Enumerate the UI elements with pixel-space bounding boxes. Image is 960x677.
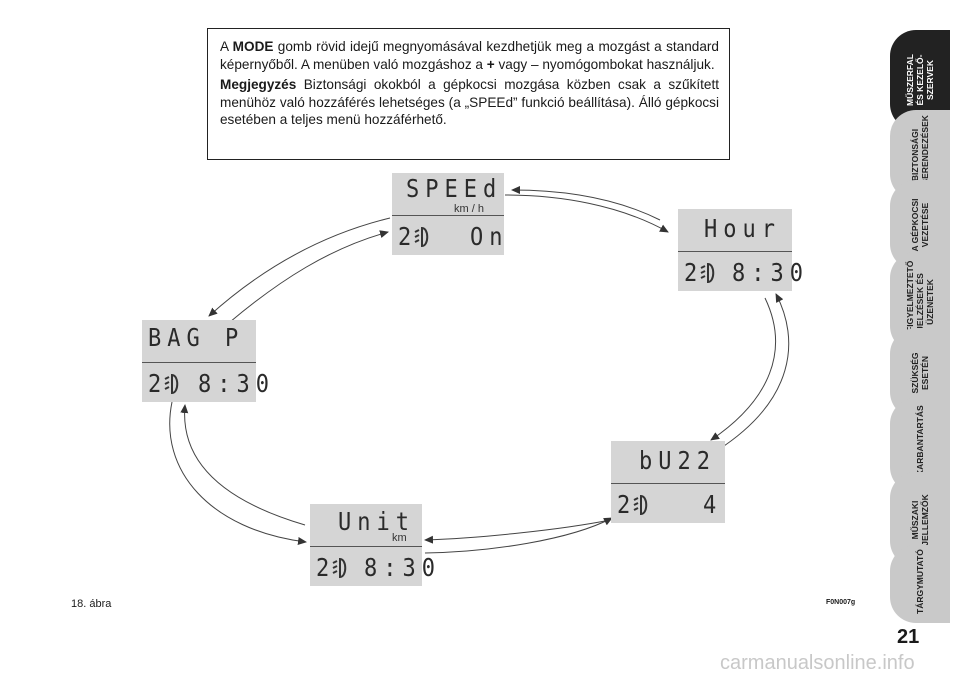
tab-targymutato[interactable]: TÁRGYMUTATÓ <box>890 545 950 623</box>
arrow-hour-to-speed <box>511 186 661 221</box>
display-unit: Unit km 2 8:30 <box>310 504 435 586</box>
arrow-speed-to-hour <box>504 194 669 233</box>
arrow-bag-to-speed <box>229 230 389 323</box>
note-paragraph-2: Megjegyzés Biztonsági okokból a gépkocsi… <box>220 77 719 127</box>
speed-unit: km / h <box>454 203 484 215</box>
arrow-bag-to-unit <box>169 401 307 545</box>
watermark: carmanualsonline.info <box>720 652 915 674</box>
arrow-unit-to-bag <box>180 404 306 526</box>
arrow-buzz-to-unit <box>424 519 611 544</box>
speed-label: SPEEd <box>406 175 503 204</box>
unit-km: km <box>392 532 407 544</box>
arrow-hour-to-buzz <box>710 297 777 441</box>
display-hour: Hour 2 8:30 <box>678 209 803 291</box>
arrow-speed-to-bag <box>208 217 391 317</box>
headlight-icon <box>332 557 347 579</box>
note-keyword: Megjegyzés <box>220 77 297 92</box>
mode-keyword: MODE <box>232 39 274 54</box>
display-buzzer: bU22 2 4 <box>611 441 725 523</box>
buzzer-label: bU22 <box>639 447 716 476</box>
headlight-icon <box>164 373 179 395</box>
headlight-icon <box>700 262 715 284</box>
display-bag-p: BAG P 2 8:30 <box>142 320 269 402</box>
instruction-note: A MODE gomb rövid idejű megnyomásával ke… <box>207 28 730 160</box>
headlight-icon <box>633 494 648 516</box>
note-paragraph-1: A MODE gomb rövid idejű megnyomásával ke… <box>220 39 719 72</box>
figure-caption: 18. ábra <box>71 598 112 610</box>
headlight-icon <box>414 226 429 248</box>
hour-label: Hour <box>704 215 781 244</box>
page-number: 21 <box>897 626 920 648</box>
arrow-buzz-to-hour <box>717 293 790 451</box>
arrow-unit-to-buzz <box>424 517 613 554</box>
display-speed: SPEEd km / h 2 On <box>392 173 504 255</box>
bag-label: BAG P <box>148 324 245 353</box>
unit-label: Unit <box>338 508 415 537</box>
figure-code: F0N007g <box>826 599 856 606</box>
